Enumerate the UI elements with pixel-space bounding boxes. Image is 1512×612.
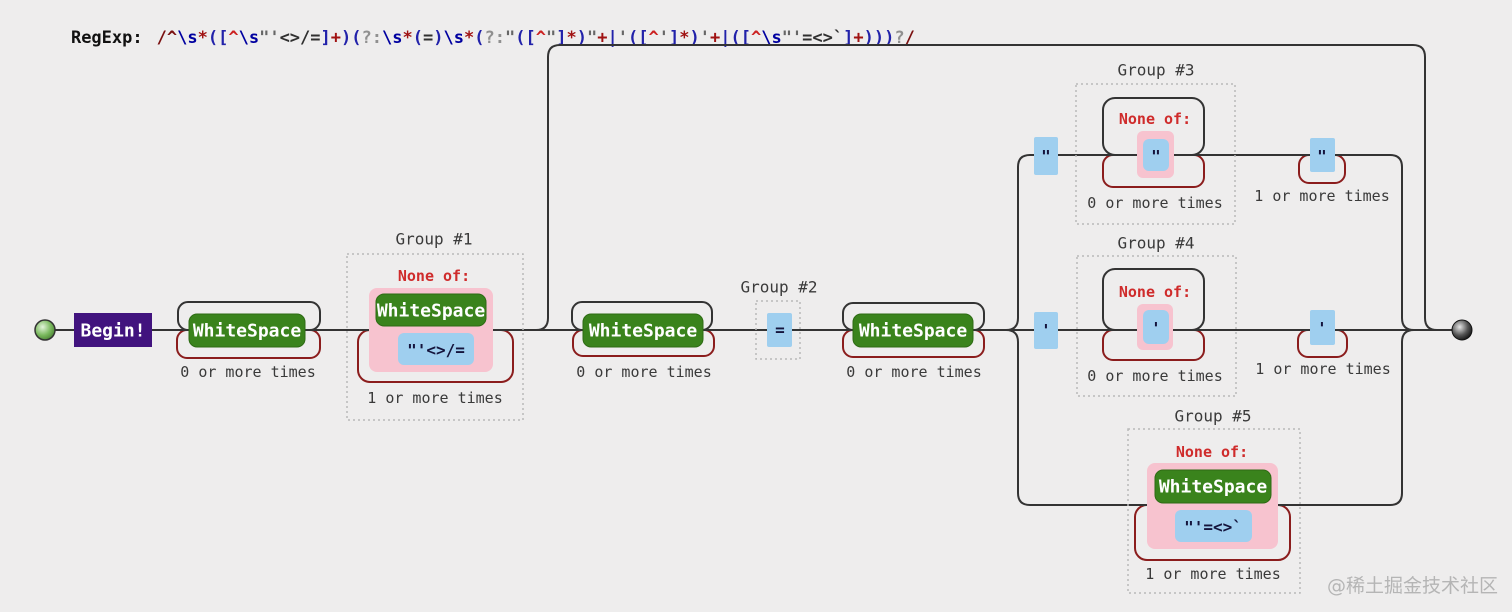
group4-squote-node	[1143, 310, 1169, 344]
ws2-node	[582, 313, 704, 348]
dquote-repeat-label: 1 or more times	[1254, 187, 1389, 205]
group3-title: Group #3	[1117, 61, 1194, 80]
group3-noneof-label: None of:	[1119, 110, 1191, 128]
begin-node	[74, 313, 152, 347]
ws3-node	[852, 313, 974, 348]
ws2-label: WhiteSpace	[589, 321, 698, 342]
group3-dquote-label: "	[1151, 147, 1161, 166]
group1-charset-label: "'<>/=	[407, 341, 465, 360]
regexp-label: RegExp:	[70, 28, 143, 48]
group1-charset-node	[398, 333, 474, 365]
group1-whitespace-label: WhiteSpace	[377, 301, 486, 322]
group1-title: Group #1	[395, 230, 472, 249]
ws3-label: WhiteSpace	[859, 321, 968, 342]
group5-whitespace-node	[1154, 469, 1272, 504]
squote-close-node	[1310, 310, 1335, 345]
dquote-open-node	[1034, 137, 1058, 175]
group4-title: Group #4	[1117, 234, 1194, 253]
group2-title: Group #2	[740, 278, 817, 297]
group1-repeat-label: 1 or more times	[367, 389, 502, 407]
ws1-repeat-label: 0 or more times	[180, 363, 315, 381]
ws3-repeat-label: 0 or more times	[846, 363, 981, 381]
ws1-node	[188, 313, 306, 348]
squote-close-label: '	[1317, 319, 1327, 338]
group1-noneof-label: None of:	[398, 267, 470, 285]
regex-header: RegExp: /^\s*([^\s"'<>/=]+)(?:\s*(=)\s*(?…	[30, 8, 915, 68]
group1-whitespace-node	[375, 293, 487, 327]
ws2-repeat-label: 0 or more times	[576, 363, 711, 381]
ws1-label: WhiteSpace	[193, 321, 302, 342]
regex-pattern: /^\s*([^\s"'<>/=]+)(?:\s*(=)\s*(?:"([^"]…	[156, 28, 915, 48]
group5-charset-node	[1175, 510, 1252, 542]
group2-outline	[755, 300, 801, 360]
dquote-close-node	[1310, 138, 1335, 172]
group5-title: Group #5	[1174, 407, 1251, 426]
group4-squote-label: '	[1151, 319, 1161, 338]
watermark: @稀土掘金技术社区	[1326, 575, 1498, 597]
optional-bypass-path	[535, 44, 1438, 331]
end-terminal	[1451, 319, 1473, 341]
group3-dquote-node	[1143, 139, 1169, 171]
dquote-close-label: "	[1317, 147, 1327, 166]
group5-noneof-label: None of:	[1176, 443, 1248, 461]
group2-equals-label: =	[775, 321, 785, 340]
squote-open-node	[1034, 312, 1058, 349]
group5-charset-label: "'=<>`	[1184, 518, 1242, 537]
squote-repeat-label: 1 or more times	[1255, 360, 1390, 378]
alt-branch-top-path	[1005, 154, 1415, 331]
group4-repeat-label: 0 or more times	[1087, 367, 1222, 385]
begin-label: Begin!	[80, 321, 145, 342]
group5-repeat-label: 1 or more times	[1145, 565, 1280, 583]
group2-equals-node	[767, 313, 792, 347]
group3-repeat-label: 0 or more times	[1087, 194, 1222, 212]
group1-outline	[346, 253, 524, 421]
squote-open-label: '	[1041, 321, 1051, 340]
group5-outline	[1127, 428, 1301, 594]
group4-noneof-label: None of:	[1119, 283, 1191, 301]
dquote-open-label: "	[1041, 147, 1051, 166]
start-terminal	[34, 319, 56, 341]
group5-whitespace-label: WhiteSpace	[1159, 477, 1268, 498]
